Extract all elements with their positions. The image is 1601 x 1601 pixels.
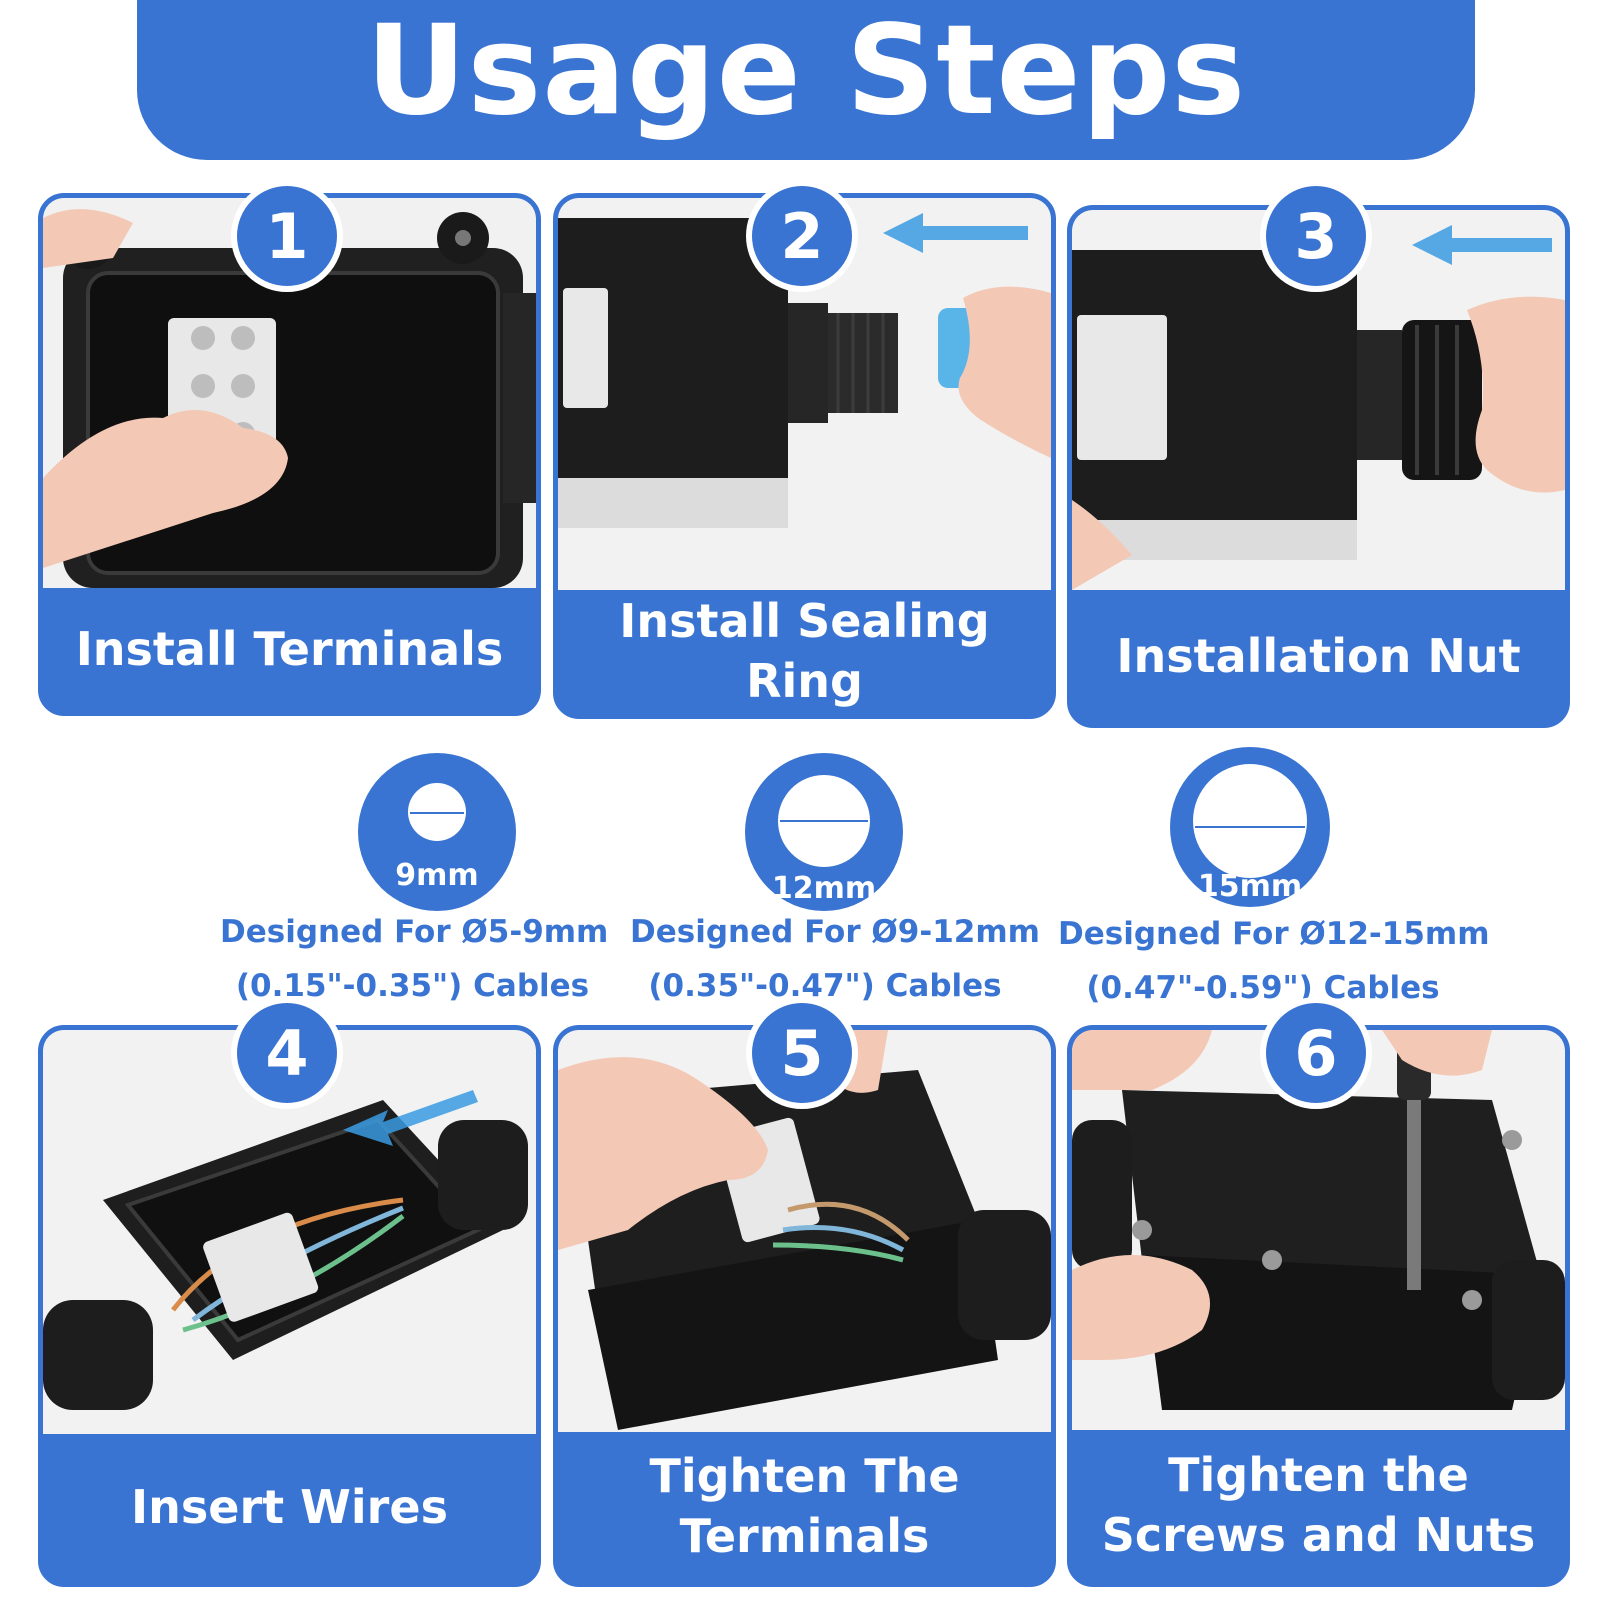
step-label-2: Install Sealing Ring [619,594,990,708]
sealing-ring-icon [558,198,1051,590]
step-number-6: 6 [1260,997,1372,1109]
step-card-5: Tighten The Terminals [553,1025,1056,1587]
ring-size-label: 12mm [771,871,877,906]
title-banner: Usage Steps [137,0,1475,160]
sealing-ring-9mm-icon: 9mm [358,753,516,911]
cable-size-text-2: Designed For Ø9-12mm (0.35"-0.47") Cable… [630,914,1040,1004]
step-photo-3 [1072,210,1565,590]
step-card-2: Install Sealing Ring [553,193,1056,719]
step-label-3: Installation Nut [1116,628,1521,683]
junction-box-terminal-icon [43,198,536,588]
sealing-ring-12mm-icon: 12mm [745,753,903,911]
step-number-2: 2 [746,180,858,292]
step-number-3: 3 [1260,180,1372,292]
step-label-1: Install Terminals [75,621,504,676]
step-card-3: Installation Nut [1067,205,1570,728]
ring-size-label: 15mm [1197,869,1303,904]
cable-size-text-1: Designed For Ø5-9mm (0.15"-0.35") Cables [220,914,609,1004]
step-label-4: Insert Wires [131,1480,448,1535]
page-title: Usage Steps [365,0,1247,143]
step-number-1: 1 [231,180,343,292]
ring-size-label: 9mm [395,858,479,893]
step-number-4: 4 [231,997,343,1109]
step-card-4: Insert Wires [38,1025,541,1587]
cable-size-text-3: Designed For Ø12-15mm (0.47"-0.59") Cabl… [1058,916,1490,1006]
step-label-5: Tighten The Terminals [649,1449,960,1563]
step-number-5: 5 [746,997,858,1109]
sealing-ring-15mm-icon: 15mm [1170,747,1330,907]
step-card-6: Tighten the Screws and Nuts [1067,1025,1570,1587]
step-label-6: Tighten the Screws and Nuts [1101,1448,1536,1562]
gland-nut-icon [1072,210,1565,590]
